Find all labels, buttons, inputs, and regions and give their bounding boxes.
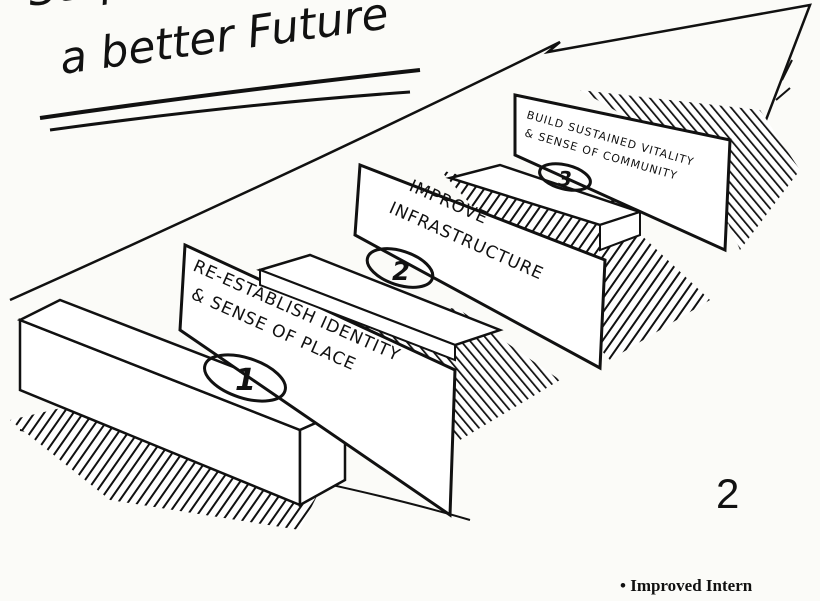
motion-marks <box>776 60 792 100</box>
bullet-text: • Improved Intern <box>620 576 752 596</box>
step-1-number: 1 <box>235 363 256 398</box>
step-3-number: 3 <box>558 167 572 191</box>
headline-line-1: Steps to <box>24 0 211 17</box>
headline-line-2: a better Future <box>56 0 391 85</box>
step-2-number: 2 <box>392 257 410 287</box>
headline-underline-2 <box>50 92 410 130</box>
page-number: 2 <box>716 470 739 518</box>
